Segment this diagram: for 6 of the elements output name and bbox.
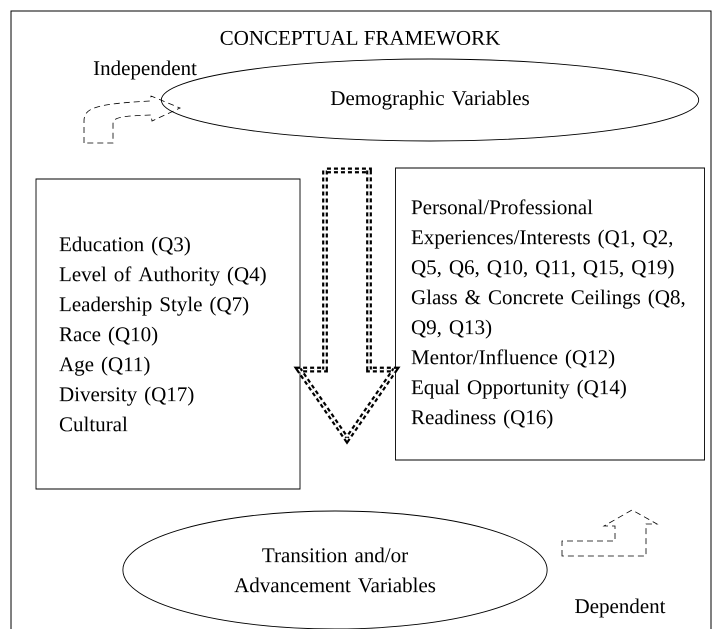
text-box: Personal/Professional Experiences/Interests (Q1, Q2, Q5, Q6, Q10, Q11, Q15, Q19) Glass & Concrete Ceilings (Q8, Q9, Q13) Mentor/Influence (Q12) Equal Opportunity (Q14) Readiness (Q16) <box>395 168 705 460</box>
label: Independent <box>94 60 197 80</box>
label: Dependent <box>575 598 666 618</box>
text-box: Education (Q3) Level of Authority (Q4) Leadership Style (Q7) Race (Q10) Age (Q11) Diversity (Q17) Cultural <box>36 178 300 490</box>
title: CONCEPTUAL FRAMEWORK <box>220 30 500 46</box>
block-arrow <box>294 168 400 445</box>
